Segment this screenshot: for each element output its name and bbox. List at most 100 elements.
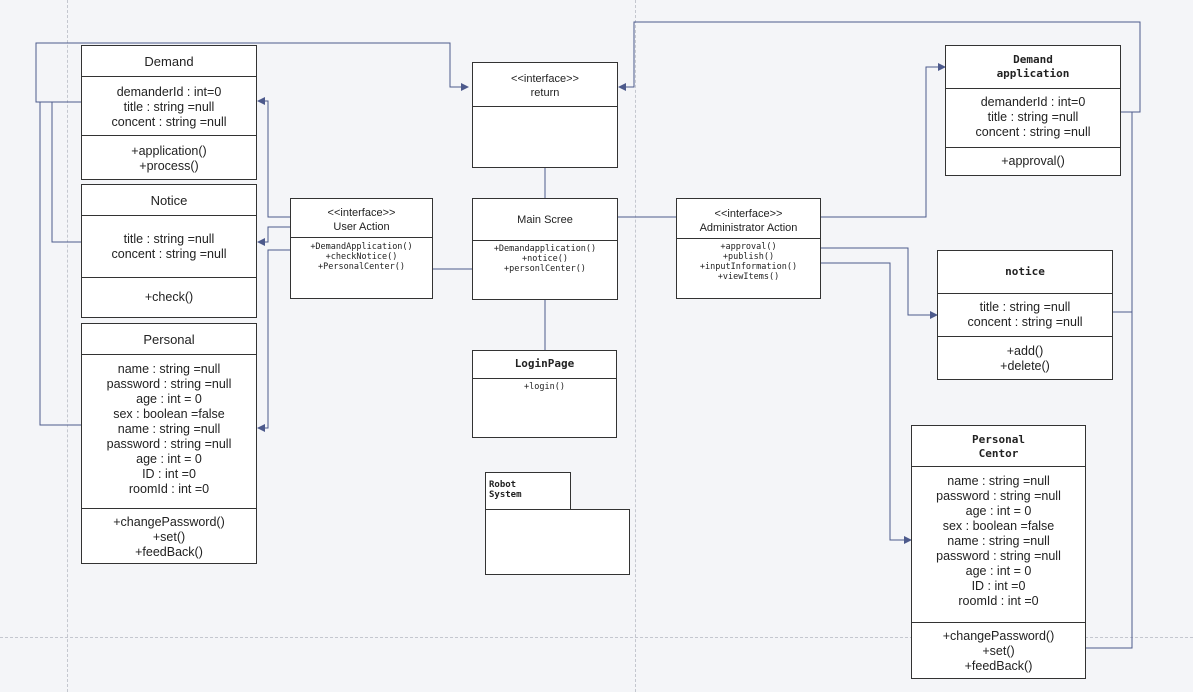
class-name: Notice [150, 192, 188, 208]
methods-section: +Demandapplication() +notice() +personlC… [473, 240, 617, 299]
method: +feedBack() [964, 659, 1033, 673]
attribute: password : string =null [106, 377, 232, 391]
method: +Demandapplication() [493, 244, 597, 254]
attribute: concent : string =null [111, 247, 227, 261]
method: +set() [152, 530, 186, 544]
methods-section: +approval() +publish() +inputInformation… [677, 238, 820, 298]
class-name: application [996, 67, 1070, 80]
attributes-section: title : string =null concent : string =n… [938, 293, 1112, 336]
page-guide-vertical-middle [635, 0, 636, 692]
attribute: name : string =null [947, 534, 1050, 548]
attribute: name : string =null [117, 362, 221, 376]
attributes-section: name : string =null password : string =n… [82, 354, 256, 508]
attribute: password : string =null [936, 489, 1061, 503]
connector-admin-to-personalcenter [821, 262, 912, 544]
attributes-section: name : string =null password : string =n… [912, 466, 1085, 622]
attribute: title : string =null [123, 232, 215, 246]
class-header: Demand application [946, 46, 1120, 88]
interface-name: User Action [333, 221, 390, 233]
class-login-page[interactable]: LoginPage +login() [472, 350, 617, 438]
attribute: concent : string =null [975, 125, 1091, 139]
connector-right-to-return [618, 21, 1141, 113]
connector-user-to-personal [257, 249, 290, 432]
method: +viewItems() [717, 272, 780, 282]
method: +DemandApplication() [310, 242, 413, 252]
interface-return[interactable]: <<interface>> return [472, 62, 618, 168]
attribute: ID : int =0 [142, 467, 196, 481]
attribute: demanderId : int=0 [116, 85, 222, 99]
attribute: sex : boolean =false [113, 407, 225, 421]
method: +check() [144, 290, 194, 304]
class-demand[interactable]: Demand demanderId : int=0 title : string… [81, 45, 257, 180]
connector-user-to-notice [257, 226, 290, 246]
connector-notice-loop [51, 102, 82, 243]
class-header: notice [938, 251, 1112, 293]
package-tab: Robot System [485, 472, 571, 510]
class-demand-application[interactable]: Demand application demanderId : int=0 ti… [945, 45, 1121, 176]
attribute: age : int = 0 [965, 504, 1032, 518]
class-header: LoginPage [473, 351, 616, 378]
attribute: title : string =null [979, 300, 1071, 314]
interface-user-action[interactable]: <<interface>> User Action +DemandApplica… [290, 198, 433, 299]
class-main-screen[interactable]: Main Scree +Demandapplication() +notice(… [472, 198, 618, 300]
interface-header: <<interface>> Administrator Action [677, 199, 820, 238]
attribute: sex : boolean =false [942, 519, 1055, 533]
attribute: concent : string =null [111, 115, 227, 129]
attribute: ID : int =0 [971, 579, 1026, 593]
attribute: demanderId : int=0 [980, 95, 1086, 109]
connector-user-to-demand [257, 97, 290, 218]
methods-section: +changePassword() +set() +feedBack() [82, 508, 256, 563]
interface-name: return [530, 87, 560, 99]
method: +changePassword() [113, 515, 225, 529]
method: +approval() [720, 242, 777, 252]
method: +feedBack() [135, 545, 203, 559]
method: +checkNotice() [325, 252, 398, 262]
methods-section: +approval() [946, 147, 1120, 175]
method: +PersonalCenter() [318, 262, 405, 272]
method: +application() [131, 144, 207, 158]
interface-header: <<interface>> User Action [291, 199, 432, 237]
class-notice[interactable]: Notice title : string =null concent : st… [81, 184, 257, 318]
class-personal[interactable]: Personal name : string =null password : … [81, 323, 257, 564]
class-personal-center[interactable]: Personal Centor name : string =null pass… [911, 425, 1086, 679]
attributes-section: title : string =null concent : string =n… [82, 215, 256, 277]
stereotype-label: <<interface>> [511, 73, 579, 85]
methods-section: +login() [473, 378, 616, 437]
interface-name: Administrator Action [699, 222, 798, 234]
attribute: age : int = 0 [136, 392, 202, 406]
connector-demand-to-return [35, 42, 469, 103]
attribute: title : string =null [123, 100, 215, 114]
class-name: Main Scree [517, 213, 573, 226]
method: +set() [982, 644, 1015, 658]
class-notice-admin[interactable]: notice title : string =null concent : st… [937, 250, 1113, 380]
method: +approval() [1001, 154, 1065, 168]
connector-admin-to-demandapp [821, 63, 946, 218]
method: +add() [1006, 344, 1044, 358]
attribute: age : int = 0 [136, 452, 202, 466]
connector-admin-to-notice [821, 247, 938, 319]
attributes-section: demanderId : int=0 title : string =null … [946, 88, 1120, 147]
attribute: age : int = 0 [965, 564, 1032, 578]
page-guide-vertical-left [67, 0, 68, 692]
method: +process() [139, 159, 199, 173]
page-guide-horizontal [0, 637, 1193, 638]
methods-section: +check() [82, 277, 256, 317]
attribute: password : string =null [106, 437, 232, 451]
interface-administrator-action[interactable]: <<interface>> Administrator Action +appr… [676, 198, 821, 299]
attribute: name : string =null [117, 422, 221, 436]
class-name: LoginPage [514, 357, 575, 370]
methods-section: +DemandApplication() +checkNotice() +Per… [291, 237, 432, 298]
package-name: System [489, 490, 522, 500]
method: +changePassword() [942, 629, 1055, 643]
class-name: Personal [972, 433, 1025, 446]
attribute: concent : string =null [967, 315, 1083, 329]
stereotype-label: <<interface>> [327, 207, 396, 219]
method: +notice() [521, 254, 569, 264]
method: +inputInformation() [699, 262, 798, 272]
method: +personlCenter() [504, 264, 586, 274]
connector-personal-loop [39, 102, 82, 426]
method: +login() [524, 382, 565, 392]
attribute: title : string =null [987, 110, 1079, 124]
methods-section: +add() +delete() [938, 336, 1112, 379]
class-name: Demand [1013, 53, 1053, 66]
